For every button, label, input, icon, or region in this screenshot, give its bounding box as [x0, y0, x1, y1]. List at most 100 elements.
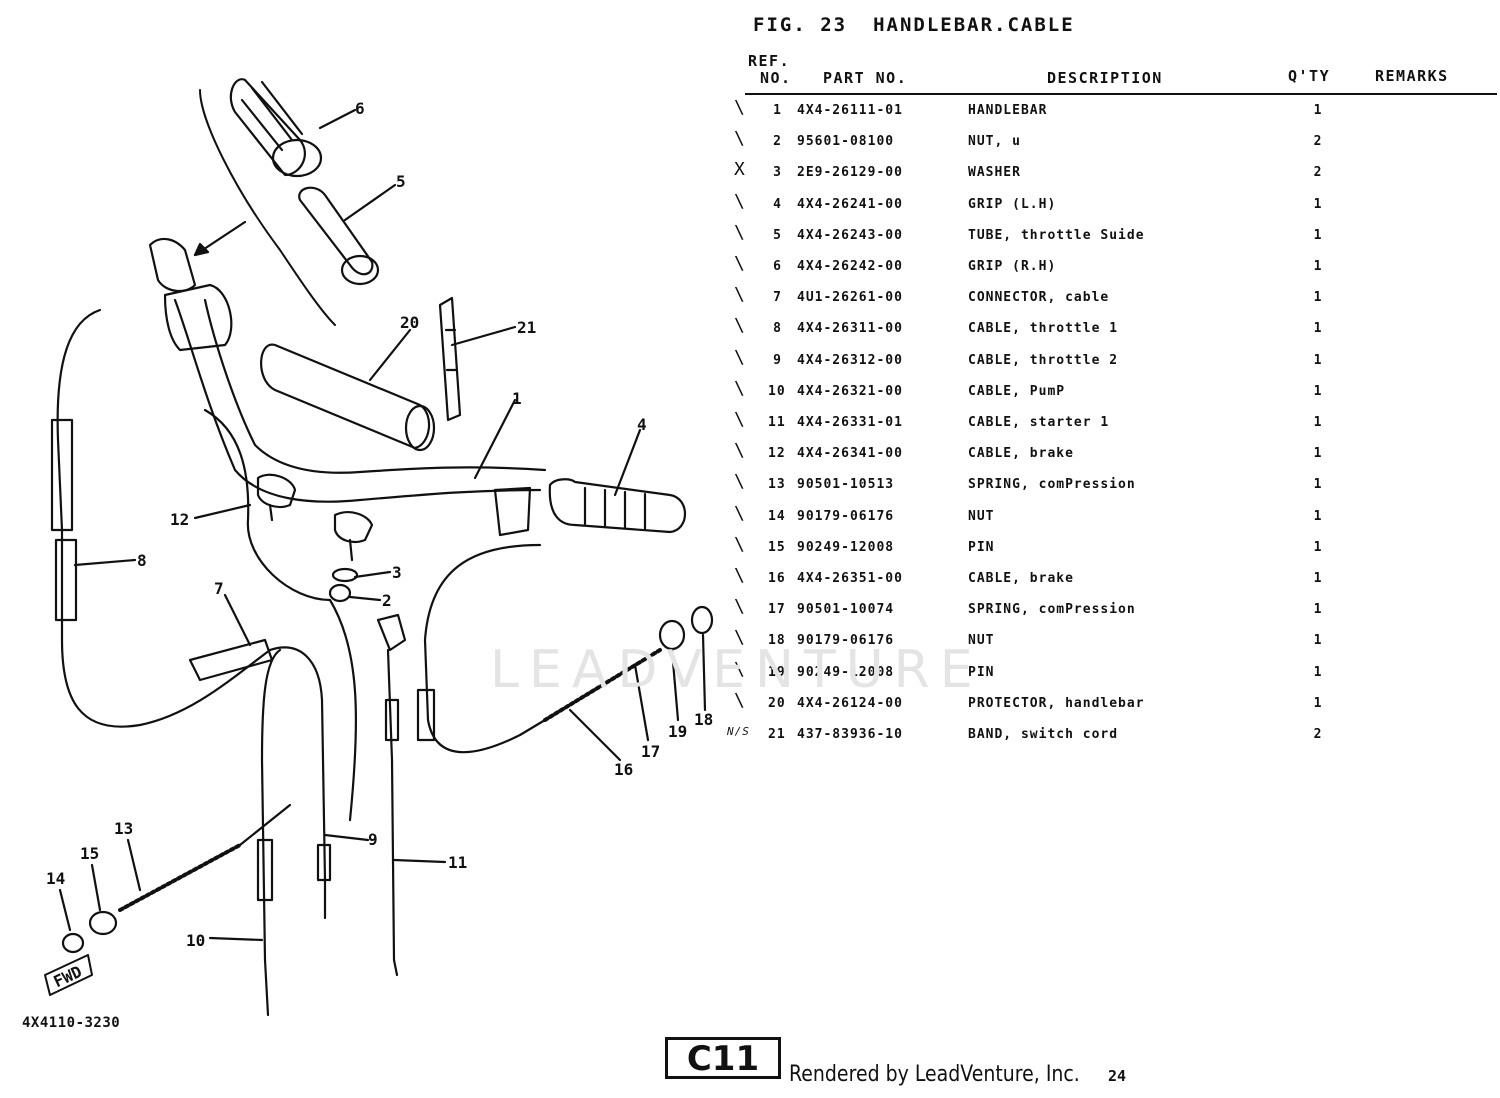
callout-16: 16: [614, 760, 633, 779]
row-description: SPRING, comPression: [968, 602, 1136, 618]
row-qty: 2: [1313, 727, 1323, 742]
row-ref-no: 21: [768, 727, 786, 742]
handlebar-part: [173, 298, 547, 503]
callout-13: 13: [114, 819, 133, 838]
row-ref-no: 1: [773, 103, 782, 118]
callout-4: 4: [637, 415, 647, 434]
callout-14: 14: [46, 869, 65, 888]
throttle-tube-part: [298, 186, 380, 286]
row-ref-no: 3: [773, 165, 782, 181]
header-part-no: PART NO.: [823, 69, 908, 87]
row-description: PROTECTOR, handlebar: [968, 695, 1145, 711]
row-description: PIN: [968, 664, 995, 680]
row-check-mark: \: [734, 627, 746, 649]
callout-15: 15: [80, 844, 99, 863]
row-check-mark: \: [734, 658, 746, 680]
row-qty: 1: [1313, 415, 1323, 430]
callout-20: 20: [400, 313, 419, 332]
row-qty: 1: [1313, 383, 1323, 399]
callout-7: 7: [214, 579, 224, 598]
row-check-mark: \: [734, 346, 746, 368]
row-part-no: 4X4-26351-00: [797, 571, 903, 586]
row-ref-no: 4: [773, 196, 782, 212]
row-part-no: 4X4-26331-01: [797, 415, 903, 430]
row-qty: 1: [1313, 571, 1323, 586]
row-qty: 1: [1313, 446, 1323, 462]
row-qty: 1: [1313, 259, 1323, 274]
row-part-no: 90501-10074: [797, 602, 895, 618]
row-description: GRIP (R.H): [968, 259, 1057, 274]
row-ref-no: 13: [768, 477, 786, 493]
callout-17: 17: [641, 742, 660, 761]
drawing-code: 4X4110-3230: [22, 1015, 120, 1031]
watermark: LEADVENTURE: [490, 640, 983, 700]
row-check-mark: \: [734, 128, 746, 150]
callout-9: 9: [368, 830, 378, 849]
row-qty: 1: [1313, 539, 1323, 555]
header-description: DESCRIPTION: [1047, 69, 1163, 87]
grip-rh-part: [229, 78, 323, 178]
row-part-no: 4X4-26341-00: [797, 446, 903, 462]
row-qty: 1: [1313, 602, 1323, 618]
row-description: WASHER: [968, 165, 1021, 181]
table-row: \ 17 90501-10074 SPRING, comPression 1: [0, 596, 1500, 633]
callout-18: 18: [694, 710, 713, 729]
row-qty: 1: [1313, 196, 1323, 212]
row-qty: 1: [1313, 290, 1323, 306]
row-part-no: 90179-06176: [797, 508, 895, 524]
row-description: HANDLEBAR: [968, 103, 1048, 118]
header-ref-line2: NO.: [760, 69, 792, 87]
header-ref-line1: REF.: [748, 52, 791, 70]
row-ref-no: 12: [768, 446, 786, 462]
header-qty: Q'TY: [1288, 67, 1331, 85]
row-ref-no: 7: [773, 290, 782, 306]
row-part-no: 4X4-26321-00: [797, 383, 903, 399]
callout-11: 11: [448, 853, 467, 872]
row-part-no: 90249-12008: [797, 664, 895, 680]
row-part-no: 4X4-26311-00: [797, 321, 903, 337]
callout-12: 12: [170, 510, 189, 529]
rendered-by-text: Rendered by LeadVenture, Inc.: [789, 1062, 1080, 1087]
row-description: GRIP (L.H): [968, 196, 1057, 212]
row-qty: 1: [1313, 321, 1323, 337]
row-description: NUT, u: [968, 134, 1021, 150]
callout-21: 21: [517, 318, 536, 337]
row-ref-no: 17: [768, 602, 786, 618]
row-description: CABLE, starter 1: [968, 415, 1110, 430]
row-check-mark: \: [734, 440, 746, 462]
row-part-no: 4X4-26124-00: [797, 695, 903, 711]
row-part-no: 95601-08100: [797, 134, 895, 150]
row-description: PIN: [968, 539, 995, 555]
row-qty: 1: [1313, 352, 1323, 368]
front-arrow-label: FWD: [51, 962, 85, 991]
row-check-mark: \: [734, 596, 746, 618]
throttle-housing-part: [148, 237, 233, 352]
row-part-no: 90179-06176: [797, 633, 895, 649]
row-part-no: 90249-12008: [797, 539, 895, 555]
row-part-no: 4X4-26111-01: [797, 103, 903, 118]
handlebar-protector-part: [260, 343, 436, 452]
row-check-mark: \: [734, 284, 746, 306]
page-number: 24: [1108, 1067, 1127, 1085]
figure-name: HANDLEBAR.CABLE: [873, 14, 1075, 36]
row-description: SPRING, comPression: [968, 477, 1136, 493]
row-part-no: 4U1-26261-00: [797, 290, 903, 306]
row-ref-no: 19: [768, 664, 786, 680]
row-description: CABLE, brake: [968, 571, 1074, 586]
row-check-mark: \: [734, 97, 746, 118]
